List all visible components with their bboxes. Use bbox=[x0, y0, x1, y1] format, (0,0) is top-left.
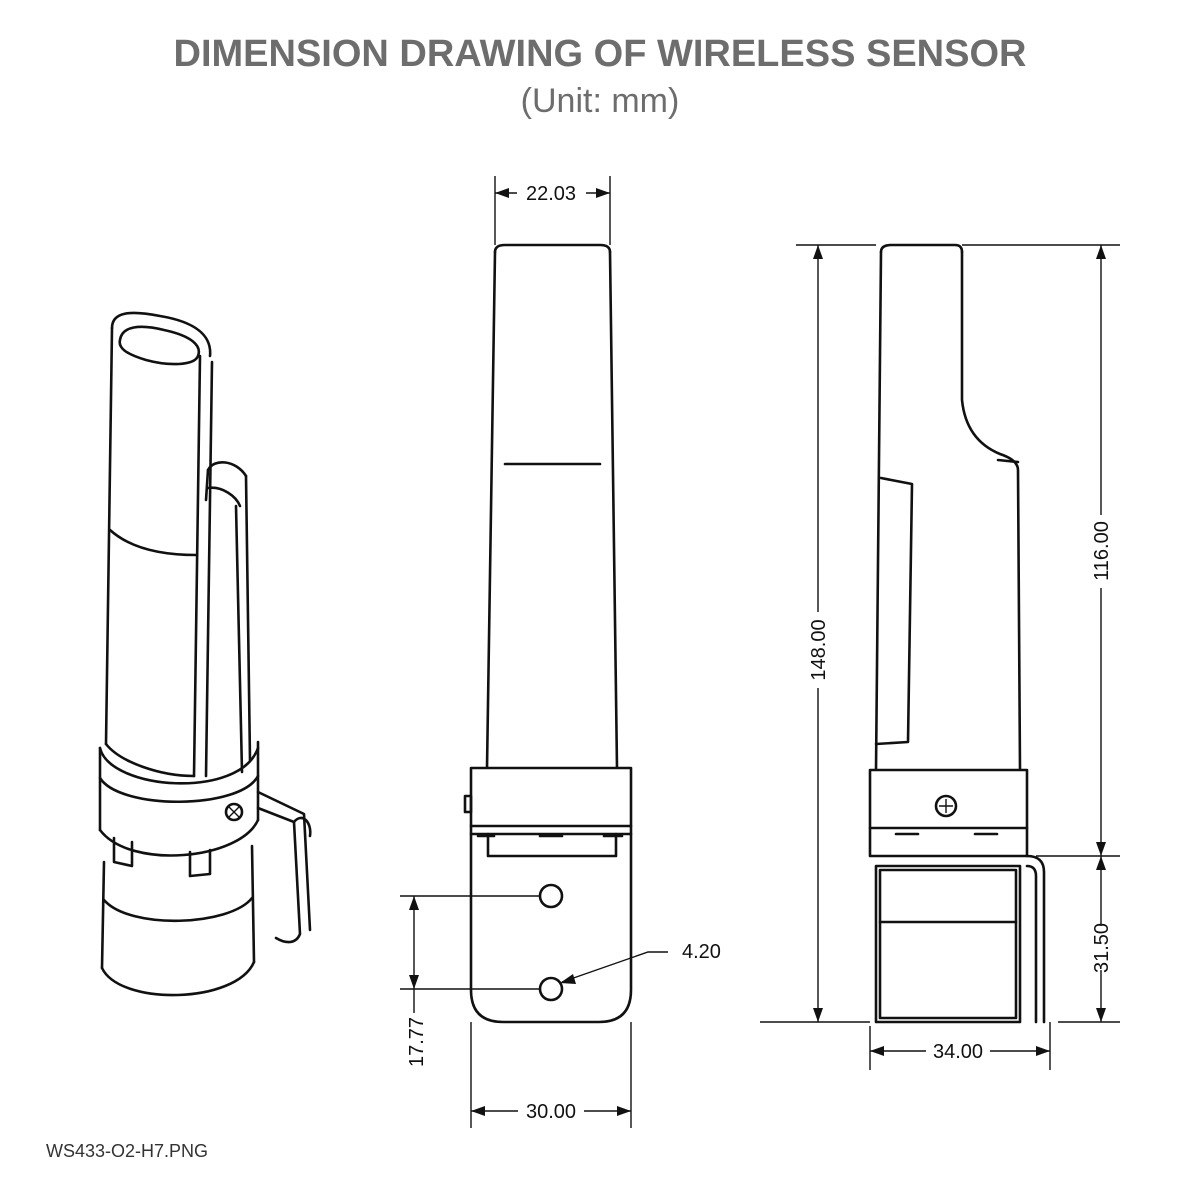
dim-hole-diameter: 4.20 bbox=[682, 941, 721, 963]
dim-bracket-width: 30.00 bbox=[526, 1101, 576, 1123]
drawing-subtitle: (Unit: mm) bbox=[521, 82, 680, 120]
mounting-hole-upper bbox=[538, 883, 564, 909]
dim-side-width: 34.00 bbox=[933, 1041, 983, 1063]
dim-top-width: 22.03 bbox=[526, 183, 576, 205]
dim-hole-spacing: 17.77 bbox=[406, 1017, 428, 1067]
side-view bbox=[868, 243, 1046, 1024]
isometric-view bbox=[98, 311, 312, 997]
dim-upper-height: 116.00 bbox=[1091, 521, 1113, 581]
file-name: WS433-O2-H7.PNG bbox=[46, 1141, 208, 1161]
dimension-lines bbox=[400, 176, 1120, 1128]
mounting-hole-lower bbox=[538, 976, 564, 1002]
dim-lower-height: 31.50 bbox=[1091, 923, 1113, 973]
front-view bbox=[463, 243, 633, 1024]
dim-total-height: 148.00 bbox=[808, 619, 830, 680]
drawing-title: DIMENSION DRAWING OF WIRELESS SENSOR bbox=[174, 33, 1027, 75]
